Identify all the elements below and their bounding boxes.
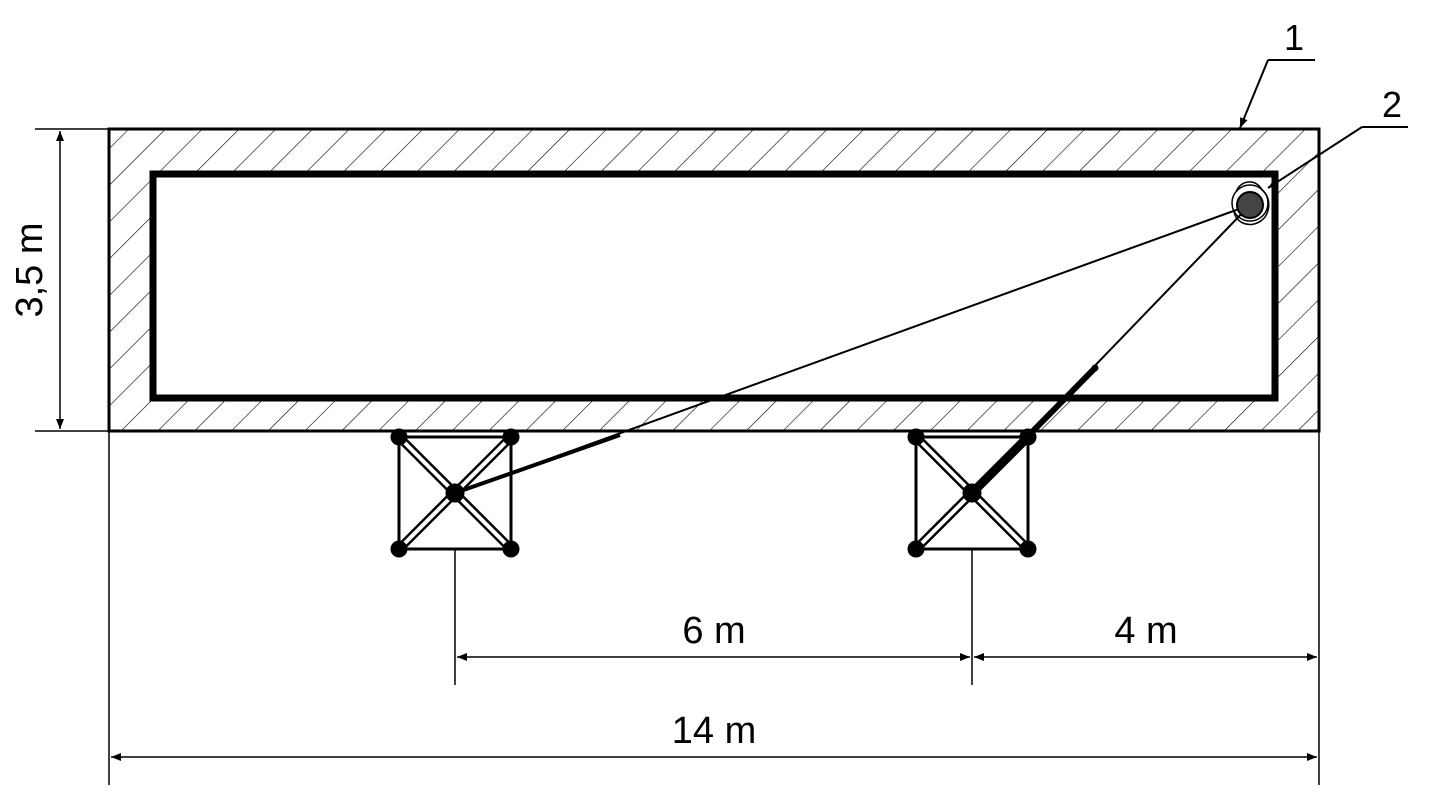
callout-1-leader	[1239, 59, 1315, 129]
span-right-label: 4 m	[1114, 610, 1177, 652]
anchor-point	[1231, 181, 1270, 226]
span-middle-label: 6 m	[682, 610, 745, 652]
height-dimension	[35, 128, 109, 432]
callout-1-label: 1	[1284, 17, 1304, 58]
cables	[454, 204, 1251, 496]
extension-lines	[108, 431, 1320, 785]
height-dimension-label: 3,5 m	[9, 222, 51, 317]
callout-2-leader	[1267, 126, 1408, 189]
inner-opening	[149, 170, 1279, 402]
total-length-label: 14 m	[672, 710, 756, 752]
callout-2-label: 2	[1382, 84, 1402, 125]
